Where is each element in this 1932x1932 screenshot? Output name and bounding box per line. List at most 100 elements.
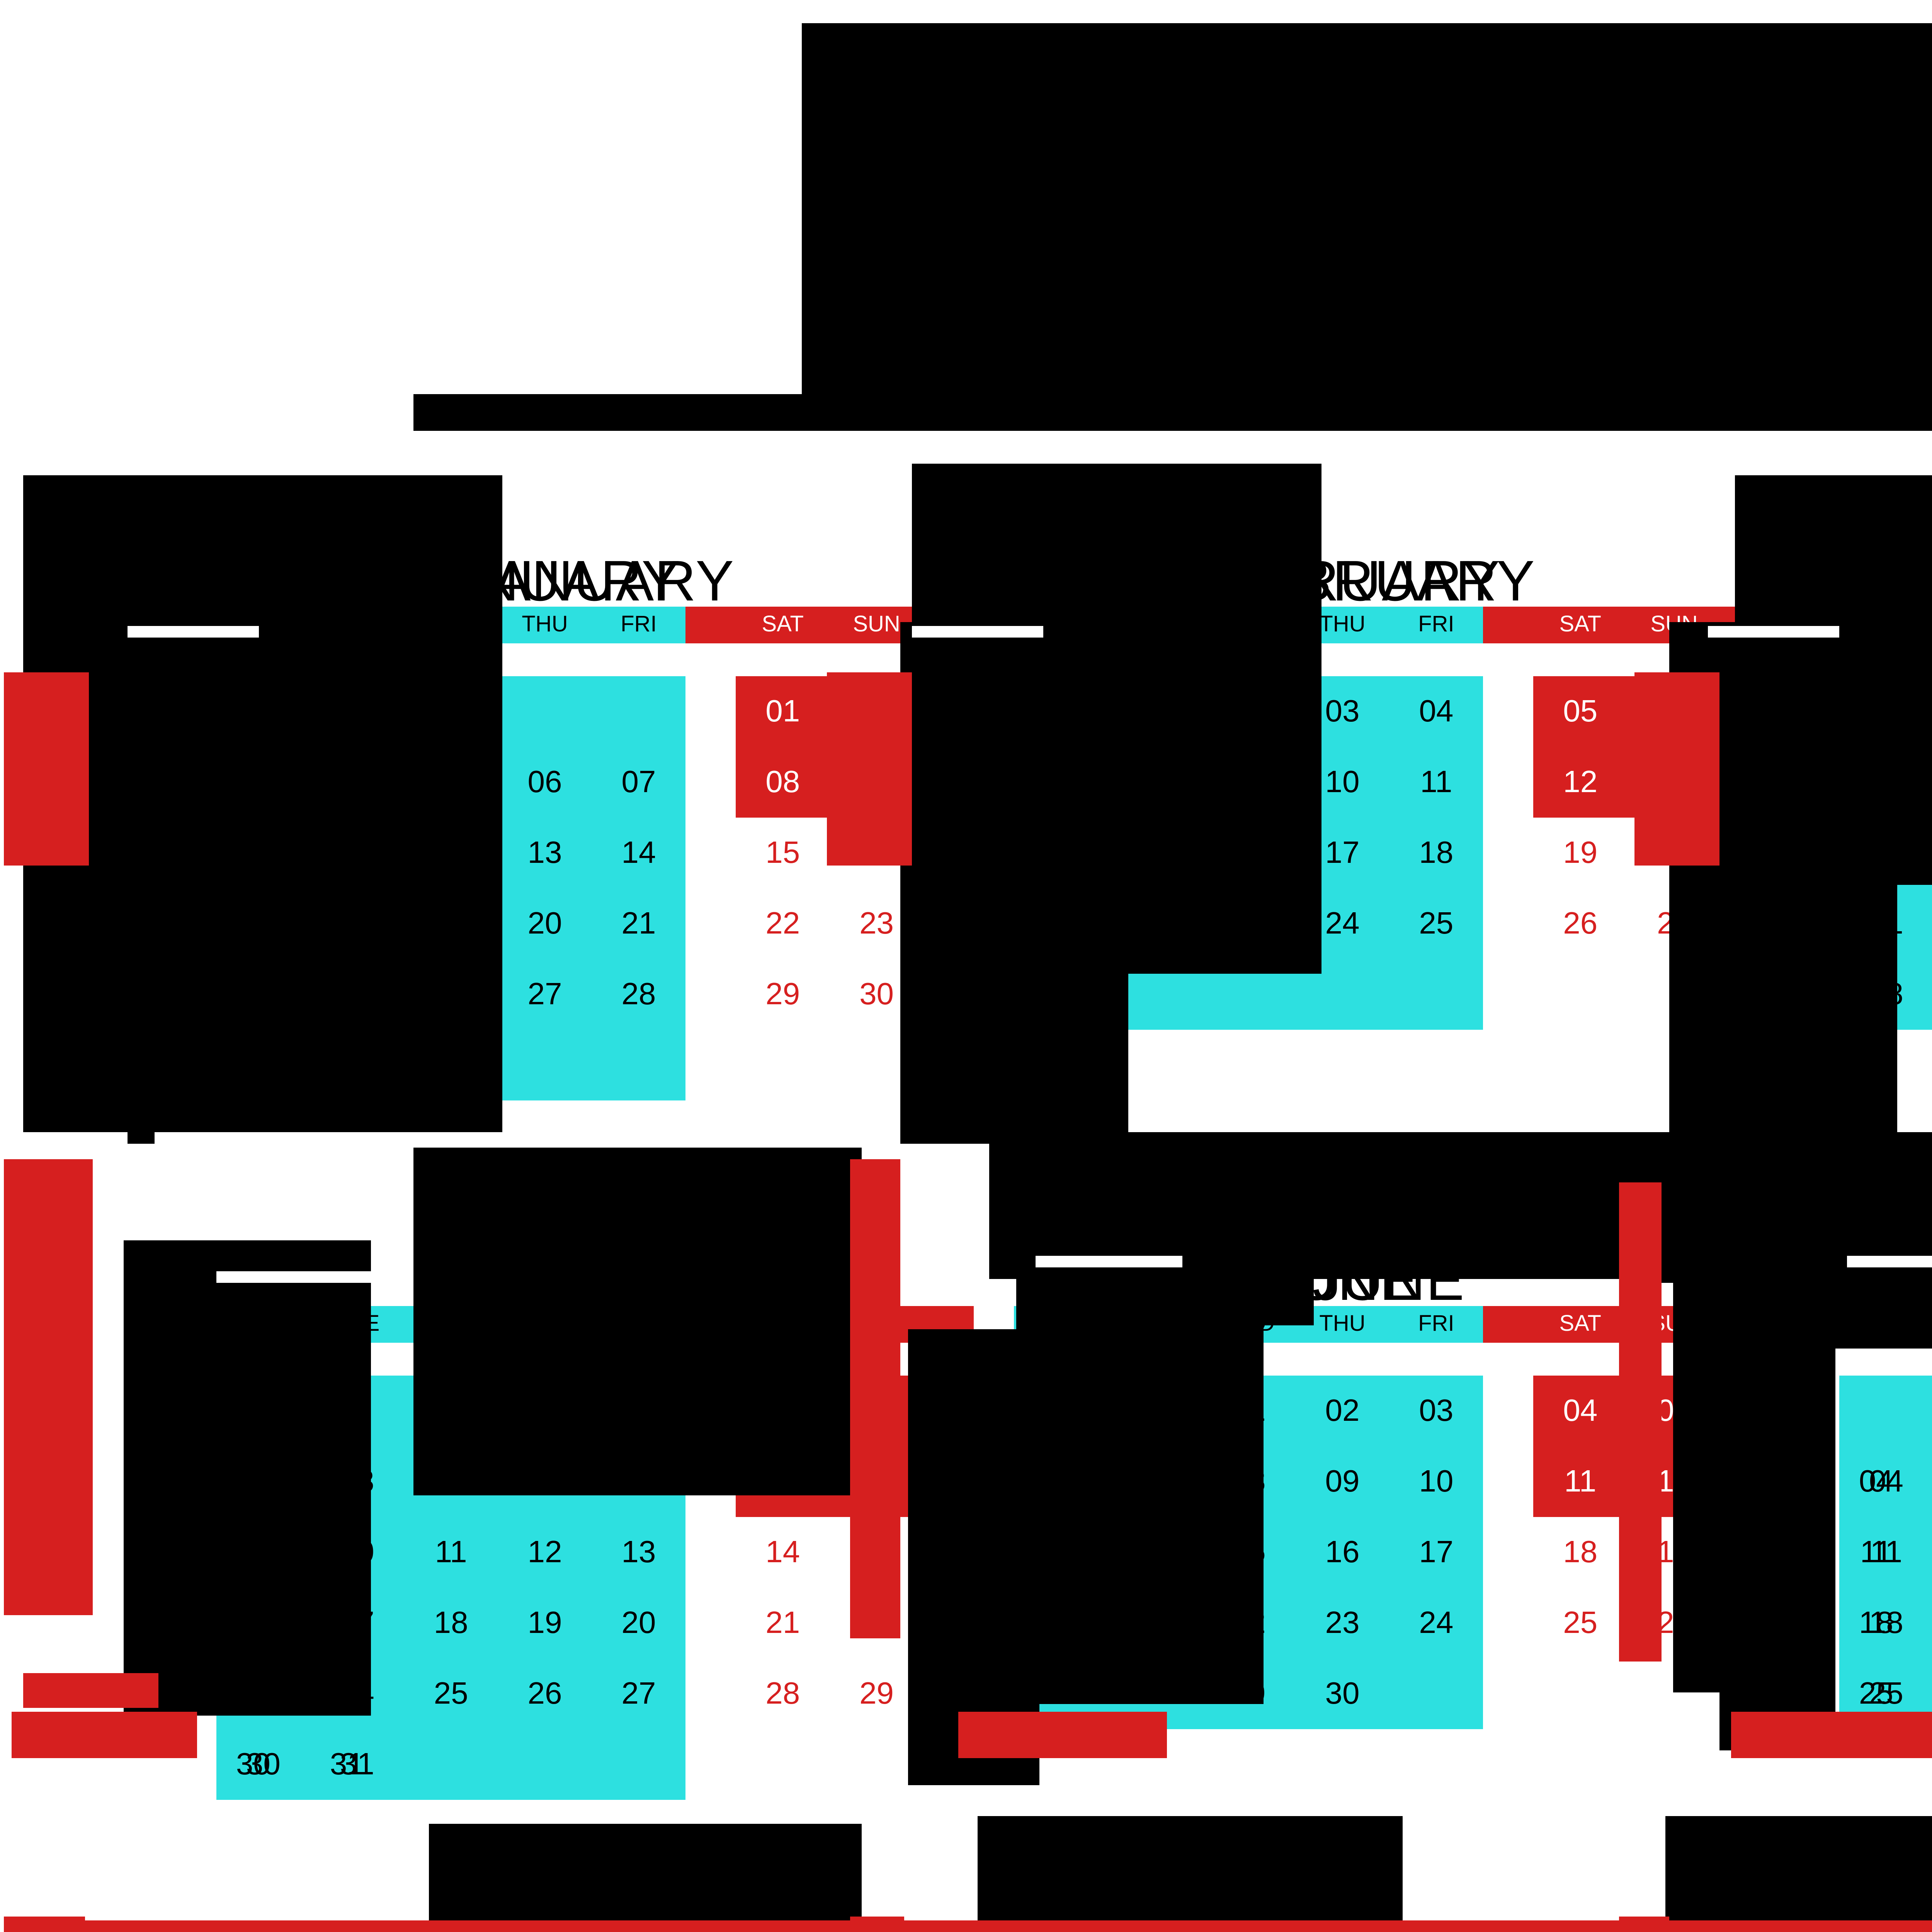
redaction-block <box>900 622 1128 1144</box>
day-cell-ghost: 04 <box>1859 1464 1893 1498</box>
day-cell: 03 <box>1325 694 1360 728</box>
redaction-block <box>1719 1333 1835 1750</box>
weekday-header-thu: THU <box>522 611 568 636</box>
accent-red-block <box>1731 1712 1932 1758</box>
month-block-july: JULYJULYMONTUETUEWEDWEDTHUFRISATSUN01020… <box>1623 1155 1932 1735</box>
day-cell: 14 <box>621 835 656 869</box>
day-cell-ghost: 18 <box>1859 1605 1893 1639</box>
day-cell: 12 <box>527 1534 562 1569</box>
day-cell: 24 <box>1325 906 1360 940</box>
day-cell: 27 <box>527 976 562 1011</box>
hairline <box>429 1155 432 1310</box>
day-cell-ghost: 19 <box>1923 1607 1932 1638</box>
redaction-block <box>128 622 155 1144</box>
day-cell: 28 <box>621 976 656 1011</box>
day-cell-ghost: 12 <box>1923 1536 1932 1567</box>
redaction-block <box>978 1816 1403 1932</box>
day-cell: 27 <box>621 1676 656 1710</box>
day-cell: 02 <box>1325 1393 1360 1427</box>
day-cell-ghost: 30 <box>236 1747 270 1781</box>
day-cell: 28 <box>765 1676 800 1710</box>
day-cell: 13 <box>527 835 562 869</box>
day-cell: 15 <box>765 835 800 869</box>
accent-red-block <box>958 1712 1167 1758</box>
day-cell-ghost: 31 <box>330 1747 364 1781</box>
day-cell: 26 <box>527 1676 562 1710</box>
day-cell-ghost: 11 <box>1860 1534 1892 1569</box>
weekday-header-fri: FRI <box>1418 611 1454 636</box>
weekday-header-sat: SAT <box>762 611 804 636</box>
day-cell: 08 <box>765 764 800 799</box>
day-cell: 06 <box>527 764 562 799</box>
day-cell: 11 <box>1564 1464 1597 1498</box>
day-cell: 30 <box>1325 1676 1360 1710</box>
day-cell: 17 <box>1419 1534 1454 1569</box>
accent-red-block <box>12 1712 197 1758</box>
day-cell: 18 <box>1419 835 1454 869</box>
redaction-block <box>429 1824 862 1932</box>
knockout-line <box>912 626 1043 638</box>
day-cell: 25 <box>1869 1676 1903 1710</box>
day-cell: 11 <box>1870 1534 1902 1569</box>
day-cell: 10 <box>1419 1464 1454 1498</box>
day-cell: 18 <box>434 1605 468 1639</box>
title-banner-underline <box>413 394 1932 431</box>
day-cell: 30 <box>859 976 894 1011</box>
day-cell: 13 <box>621 1534 656 1569</box>
day-cell: 11 <box>435 1534 467 1569</box>
accent-red-block <box>1619 1182 1662 1662</box>
day-cell: 25 <box>1563 1605 1598 1639</box>
day-cell: 29 <box>765 976 800 1011</box>
weekday-body-band <box>1839 1376 1932 1729</box>
weekday-header-fri: FRI <box>1418 1311 1454 1336</box>
day-cell: 29 <box>859 1676 894 1710</box>
redaction-block <box>1665 1816 1932 1932</box>
day-cell: 22 <box>765 906 800 940</box>
accent-red-block <box>4 672 89 866</box>
weekday-header-fri: FRI <box>621 611 657 636</box>
redaction-block <box>124 1240 371 1716</box>
day-cell: 16 <box>1325 1534 1360 1569</box>
day-cell: 23 <box>859 906 894 940</box>
accent-red-block <box>4 1920 1932 1932</box>
knockout-line <box>128 626 259 638</box>
day-cell: 20 <box>527 906 562 940</box>
redaction-block <box>23 475 502 1132</box>
day-cell: 20 <box>621 1605 656 1639</box>
month-title-ghost: JANUARY <box>463 549 735 613</box>
day-cell: 07 <box>621 764 656 799</box>
accent-red-block <box>827 672 912 866</box>
day-cell-ghost: 22 <box>1923 908 1932 939</box>
day-cell-ghost: 29 <box>1923 978 1932 1009</box>
redaction-block <box>1016 1236 1264 1704</box>
day-cell: 12 <box>1563 764 1598 799</box>
weekday-header-sun: SUN <box>853 611 900 636</box>
weekday-header-sat: SAT <box>1559 611 1601 636</box>
day-cell: 11 <box>1420 764 1452 799</box>
day-cell: 21 <box>765 1605 800 1639</box>
knockout-line <box>1847 1256 1932 1267</box>
day-cell: 04 <box>1419 694 1454 728</box>
day-cell: 25 <box>434 1676 468 1710</box>
day-cell: 01 <box>765 694 800 728</box>
accent-red-block <box>1634 672 1719 866</box>
weekday-header-thu: THU <box>1319 1311 1366 1336</box>
day-cell: 19 <box>527 1605 562 1639</box>
accent-red-block <box>23 1673 158 1708</box>
weekday-header-thu: THU <box>1319 611 1366 636</box>
hairline <box>429 707 432 862</box>
day-cell: 04 <box>1563 1393 1598 1427</box>
hairline <box>1229 707 1232 862</box>
knockout-line <box>1708 626 1839 638</box>
day-cell: 05 <box>1563 694 1598 728</box>
day-cell: 14 <box>765 1534 800 1569</box>
day-cell: 24 <box>1419 1605 1454 1639</box>
weekday-header-sat: SAT <box>1559 1311 1601 1336</box>
day-cell: 26 <box>1563 906 1598 940</box>
day-cell: 19 <box>1563 835 1598 869</box>
day-cell: 31 <box>340 1747 374 1781</box>
accent-red-block <box>4 1159 93 1615</box>
day-cell: 04 <box>1869 1464 1903 1498</box>
accent-red-block <box>850 1159 900 1638</box>
